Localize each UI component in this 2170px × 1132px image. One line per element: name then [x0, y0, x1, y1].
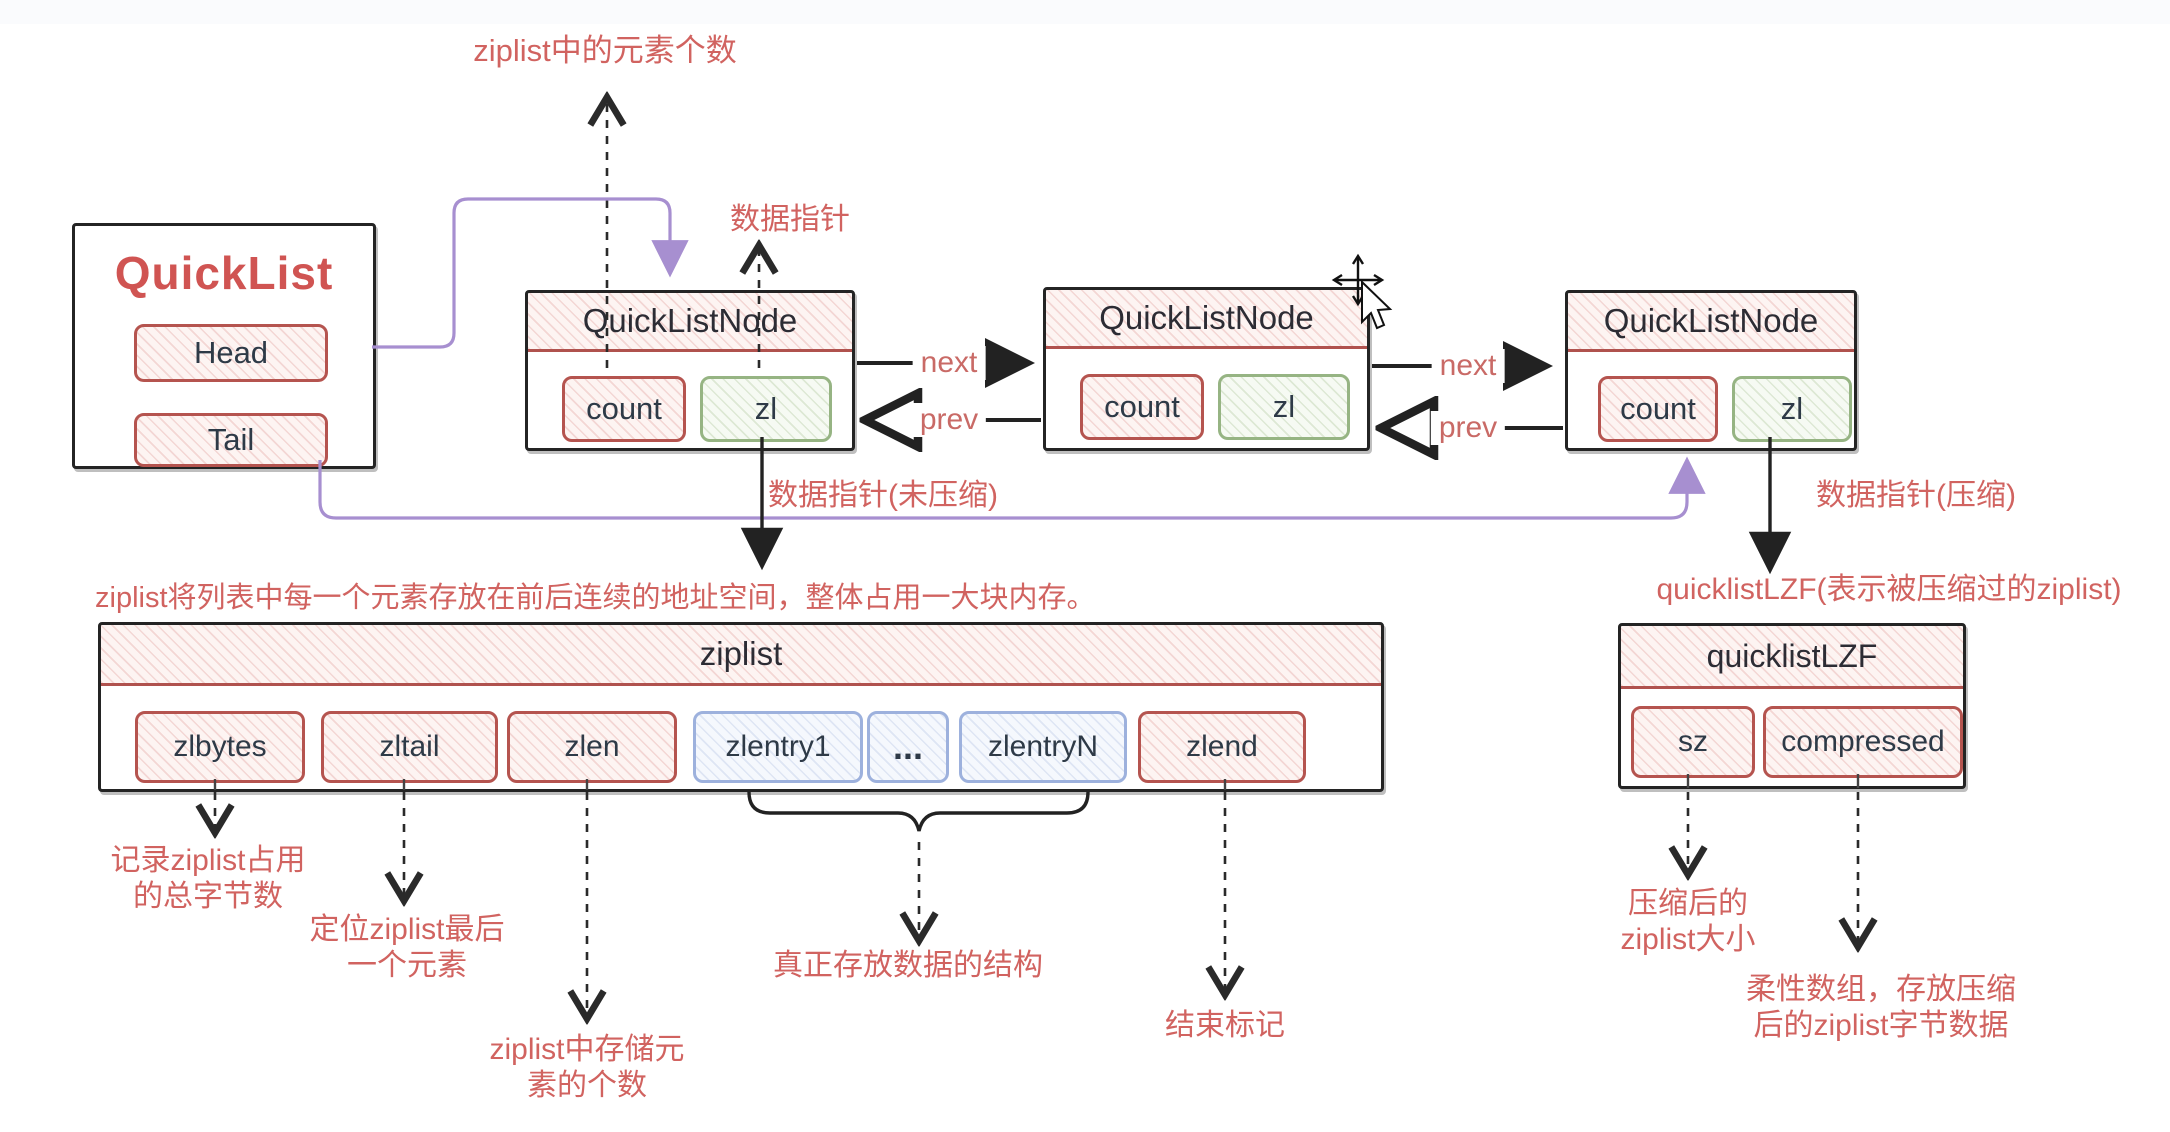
quicklistnode-1[interactable]: QuickListNode count zl	[525, 290, 855, 451]
zlbytes-note: 记录ziplist占用 的总字节数	[110, 844, 306, 913]
compressed-note: 柔性数组，存放压缩 后的ziplist字节数据	[1746, 973, 2016, 1042]
next-label-1: next	[912, 346, 986, 380]
zlen-cell[interactable]: zlen	[507, 711, 677, 783]
quicklistlzf-title: quicklistLZF	[1621, 626, 1963, 689]
node1-zl-field[interactable]: zl	[700, 376, 832, 442]
ziplist-count-annotation: ziplist中的元素个数	[473, 33, 737, 68]
node3-zl-field[interactable]: zl	[1732, 376, 1852, 442]
quicklistnode-2[interactable]: QuickListNode count zl	[1043, 287, 1370, 451]
quicklistnode-3[interactable]: QuickListNode count zl	[1565, 290, 1857, 451]
zlbytes-cell[interactable]: zlbytes	[135, 711, 305, 783]
quicklist-box[interactable]: QuickList Head Tail	[72, 223, 376, 469]
zlentry-note: 真正存放数据的结构	[773, 949, 1043, 982]
sz-note: 压缩后的 ziplist大小	[1620, 887, 1756, 956]
zlentry1-cell[interactable]: zlentry1	[693, 711, 863, 783]
zlen-note: ziplist中存储元 素的个数	[489, 1033, 685, 1102]
quicklistnode-1-title: QuickListNode	[528, 293, 852, 352]
ziplist-title: ziplist	[101, 625, 1381, 686]
quicklistlzf-box[interactable]: quicklistLZF sz compressed	[1618, 623, 1966, 789]
node2-zl-field[interactable]: zl	[1218, 374, 1350, 440]
prev-label-1: prev	[911, 403, 987, 437]
zltail-note: 定位ziplist最后 一个元素	[309, 913, 505, 982]
quicklistlzf-description: quicklistLZF(表示被压缩过的ziplist)	[1656, 573, 2122, 606]
zlentry-brace	[747, 791, 1090, 832]
compressed-field[interactable]: compressed	[1763, 706, 1963, 778]
zlend-note: 结束标记	[1165, 1009, 1285, 1042]
top-strip	[0, 0, 2170, 24]
zltail-cell[interactable]: zltail	[321, 711, 498, 783]
sz-field[interactable]: sz	[1631, 706, 1755, 778]
node2-count-field[interactable]: count	[1080, 374, 1204, 440]
quicklist-title: QuickList	[114, 247, 334, 299]
zlentryN-cell[interactable]: zlentryN	[959, 711, 1127, 783]
node1-count-field[interactable]: count	[562, 376, 686, 442]
data-pointer-compressed-annotation: 数据指针(压缩)	[1816, 479, 2016, 512]
move-cursor	[1328, 252, 1398, 341]
node3-count-field[interactable]: count	[1598, 376, 1718, 442]
quicklistnode-3-title: QuickListNode	[1568, 293, 1854, 352]
prev-label-2: prev	[1430, 411, 1506, 445]
quicklistnode-2-title: QuickListNode	[1046, 290, 1367, 349]
zlend-cell[interactable]: zlend	[1138, 711, 1306, 783]
next-label-2: next	[1431, 349, 1505, 383]
zlentry-ellipsis-cell[interactable]: ...	[867, 711, 949, 783]
data-pointer-uncompressed-annotation: 数据指针(未压缩)	[768, 479, 998, 512]
head-field[interactable]: Head	[134, 324, 328, 382]
tail-field[interactable]: Tail	[134, 413, 328, 467]
ziplist-description: ziplist将列表中每一个元素存放在前后连续的地址空间，整体占用一大块内存。	[95, 582, 1096, 614]
data-pointer-annotation: 数据指针	[730, 203, 850, 236]
ziplist-box[interactable]: ziplist zlbytes zltail zlen zlentry1 ...…	[98, 622, 1384, 792]
